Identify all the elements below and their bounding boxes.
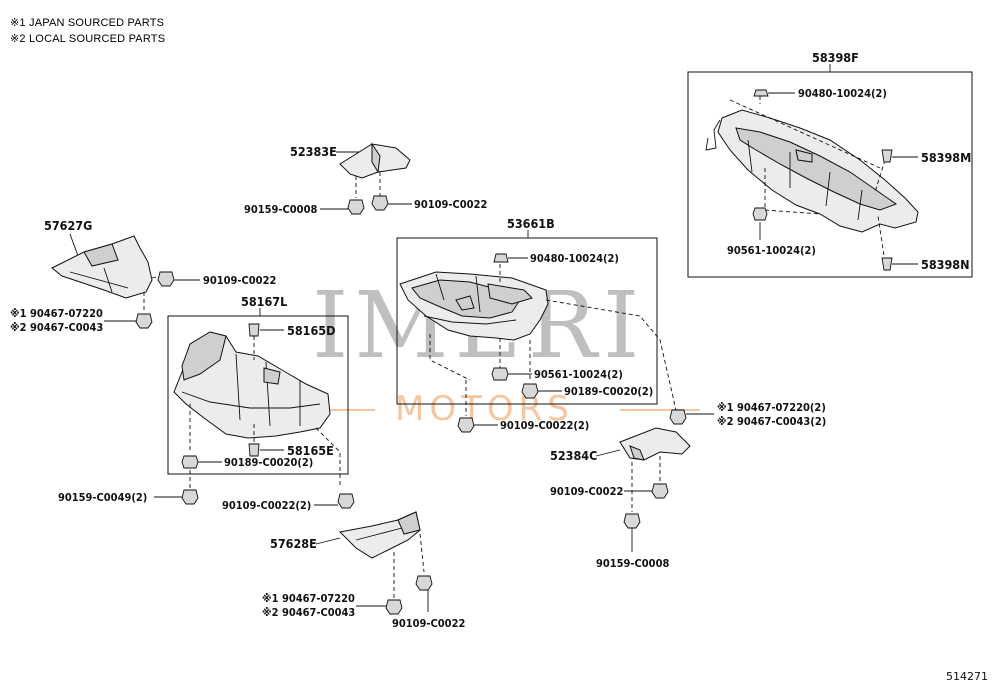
- part-90561-top[interactable]: 90561-10024(2): [727, 244, 816, 257]
- bolt-90159-a-icon[interactable]: [347, 199, 365, 215]
- part-90189-mid[interactable]: 90189-C0020(2): [564, 385, 653, 398]
- clip-58165E-icon[interactable]: [248, 443, 260, 457]
- part-53661B[interactable]: 53661B: [507, 216, 555, 231]
- nut-90189-left-icon[interactable]: [181, 455, 199, 469]
- part-58398F[interactable]: 58398F: [812, 50, 859, 65]
- dash-58398F-right: [874, 159, 886, 263]
- dash-52384C: [631, 456, 661, 512]
- clip-58165D-icon[interactable]: [248, 323, 260, 337]
- leader-57627G: [69, 233, 79, 257]
- part-90480-mid[interactable]: 90480-10024(2): [530, 252, 619, 265]
- leader-52384C: [595, 449, 621, 457]
- legend-japan-sourced: ※1 JAPAN SOURCED PARTS: [10, 17, 165, 29]
- part-90467-bottom-1[interactable]: ※1 90467-07220: [262, 592, 355, 605]
- side-cover-57627G[interactable]: [51, 235, 153, 299]
- part-90467-right-2[interactable]: ※2 90467-C0043(2): [717, 415, 826, 428]
- bolt-90109-mid-icon[interactable]: [457, 417, 475, 433]
- clip-58398N-icon[interactable]: [881, 257, 893, 271]
- group-box-58167L: [167, 315, 349, 475]
- nut-90189-mid-icon[interactable]: [521, 383, 539, 399]
- part-90480-top[interactable]: 90480-10024(2): [798, 87, 887, 100]
- part-90561-mid[interactable]: 90561-10024(2): [534, 368, 623, 381]
- part-90159-C0049[interactable]: 90159-C0049(2): [58, 491, 147, 504]
- side-cover-57628E[interactable]: [338, 511, 421, 559]
- part-52383E[interactable]: 52383E: [290, 144, 337, 159]
- part-90109-C0022-b[interactable]: 90109-C0022: [203, 274, 276, 287]
- legend-local-sourced: ※2 LOCAL SOURCED PARTS: [10, 33, 166, 45]
- part-90467-bottom-2[interactable]: ※2 90467-C0043: [262, 606, 355, 619]
- part-90159-C0008-a[interactable]: 90159-C0008: [244, 203, 317, 216]
- part-90467-left-1[interactable]: ※1 90467-07220: [10, 307, 103, 320]
- bolt-90109-b-icon[interactable]: [157, 271, 175, 287]
- bracket-52383E[interactable]: [339, 142, 411, 179]
- clip-90480-top-icon[interactable]: [753, 89, 769, 97]
- dash-57628E: [393, 533, 425, 598]
- clip-90480-mid-icon[interactable]: [493, 253, 509, 263]
- bolt-90109-d-icon[interactable]: [415, 575, 433, 591]
- bracket-52384C[interactable]: [619, 427, 691, 461]
- part-58165E[interactable]: 58165E: [287, 443, 334, 458]
- part-90189-left[interactable]: 90189-C0020(2): [224, 456, 313, 469]
- dash-58167L: [189, 336, 341, 486]
- part-90109-C0022-2-b[interactable]: 90109-C0022(2): [222, 499, 311, 512]
- engine-under-cover-58398F[interactable]: [705, 109, 919, 233]
- part-58398M[interactable]: 58398M: [921, 150, 971, 165]
- clip-90467-right-icon[interactable]: [669, 409, 687, 425]
- leader-57628E: [315, 537, 341, 545]
- part-90109-C0022-d[interactable]: 90109-C0022: [392, 617, 465, 630]
- part-90467-right-1[interactable]: ※1 90467-07220(2): [717, 401, 826, 414]
- engine-under-cover-53661B[interactable]: [399, 271, 549, 341]
- part-90109-C0022-c[interactable]: 90109-C0022: [550, 485, 623, 498]
- part-90467-left-2[interactable]: ※2 90467-C0043: [10, 321, 103, 334]
- bolt-90109-2-b-icon[interactable]: [337, 493, 355, 509]
- bolt-90159-c0049-icon[interactable]: [181, 489, 199, 505]
- part-57628E[interactable]: 57628E: [270, 536, 317, 551]
- dash-53661B: [429, 264, 677, 411]
- watermark-motors: MOTORS: [395, 389, 574, 429]
- part-90109-C0022-a[interactable]: 90109-C0022: [414, 198, 487, 211]
- part-58167L[interactable]: 58167L: [241, 294, 287, 309]
- part-57627G[interactable]: 57627G: [44, 218, 92, 233]
- part-58398N[interactable]: 58398N: [921, 257, 970, 272]
- dash-58398F: [729, 96, 881, 215]
- bolt-90109-c-icon[interactable]: [651, 483, 669, 499]
- nut-90561-mid-icon[interactable]: [491, 367, 509, 381]
- clip-90467-left-icon[interactable]: [135, 313, 153, 329]
- part-90159-C0008-b[interactable]: 90159-C0008: [596, 557, 669, 570]
- part-90109-C0022-2-a[interactable]: 90109-C0022(2): [500, 419, 589, 432]
- bolt-90109-a-icon[interactable]: [371, 195, 389, 211]
- engine-under-cover-58167L[interactable]: [173, 331, 331, 439]
- group-box-53661B: [396, 237, 658, 405]
- clip-90467-bottom-icon[interactable]: [385, 599, 403, 615]
- dash-52383E: [355, 172, 381, 198]
- diagram-code: 514271: [946, 670, 988, 683]
- clip-58398M-icon[interactable]: [881, 149, 893, 163]
- part-58165D[interactable]: 58165D: [287, 323, 335, 338]
- dash-57627G: [143, 275, 161, 312]
- bolt-90159-b-icon[interactable]: [623, 513, 641, 529]
- nut-90561-top-icon[interactable]: [752, 207, 768, 221]
- part-52384C[interactable]: 52384C: [550, 448, 597, 463]
